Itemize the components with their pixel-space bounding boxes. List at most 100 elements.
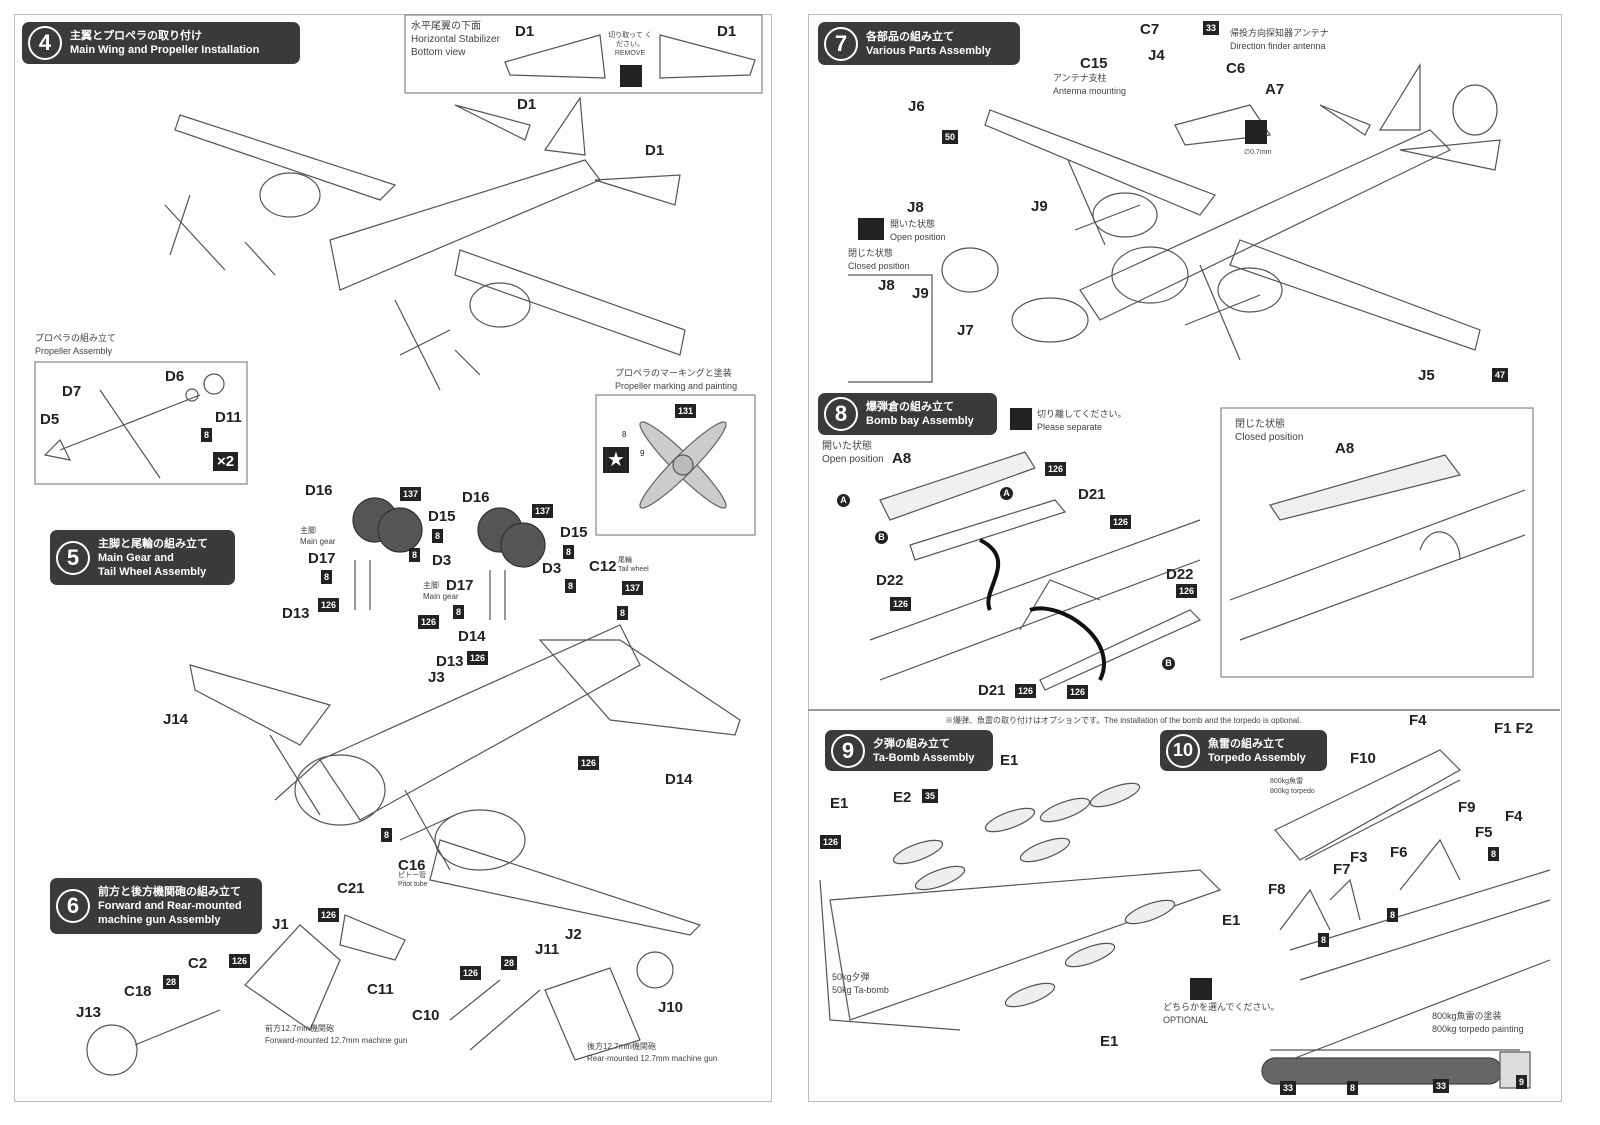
caption-ja: 尾輪 — [618, 557, 632, 564]
paint-number: 8 — [381, 828, 393, 842]
caption-ja: どちらかを選んでください。 — [1163, 1002, 1280, 1012]
paint-number: 126 — [1110, 515, 1132, 529]
step-number: 9 — [831, 733, 865, 768]
marker-b: B — [1162, 657, 1175, 670]
part-label: E1 — [830, 795, 849, 812]
part-label: C7 — [1140, 21, 1160, 38]
part-label: C6 — [1226, 60, 1246, 77]
cutter-icon — [620, 65, 642, 87]
caption-ja: 開いた状態 — [822, 441, 872, 452]
caption-ja: アンテナ支柱 — [1053, 73, 1107, 83]
caption-en: Closed position — [848, 261, 910, 271]
caption-en: Open position — [822, 454, 884, 465]
part-label: A8 — [892, 450, 912, 467]
paint-number: 126 — [820, 835, 842, 849]
part-label: C12 — [589, 558, 617, 575]
step-title-ja: 各部品の組み立て — [866, 30, 954, 43]
step-title-en: machine gun Assembly — [98, 914, 221, 926]
part-label: D14 — [665, 771, 693, 788]
caption-en: Direction finder antenna — [1230, 41, 1326, 51]
paint-number: 126 — [467, 651, 489, 665]
step-title-ja: 魚雷の組み立て — [1208, 737, 1285, 750]
optional-note: ※爆弾、魚雷の取り付けはオプションです。The installation of … — [945, 716, 1302, 725]
part-label: D14 — [458, 628, 486, 645]
stabilizer-right — [659, 34, 756, 79]
step-number: 6 — [56, 889, 90, 923]
step-title-ja: 主脚と尾輪の組み立て — [98, 537, 208, 550]
paint-number: 33 — [1280, 1081, 1297, 1095]
paint-number: 8 — [1488, 847, 1500, 861]
part-label: D3 — [542, 560, 562, 577]
optional-caption: どちらかを選んでください。 OPTIONAL — [1163, 1001, 1280, 1027]
step-number: 7 — [824, 26, 858, 61]
part-label: E2 — [893, 789, 912, 806]
part-label: D15 — [560, 524, 588, 541]
paint-number: 8 — [565, 579, 577, 593]
paint-number: 47 — [1492, 368, 1509, 382]
part-label: D15 — [428, 508, 456, 525]
part-label: F4 — [1505, 808, 1523, 825]
paint-number: 126 — [418, 615, 440, 629]
stabilizer-caption: 水平尾翼の下面 Horizontal Stabilizer Bottom vie… — [411, 20, 500, 59]
caption-en: Horizontal Stabilizer — [411, 34, 500, 45]
part-label: J1 — [272, 916, 289, 933]
separate-caption: 切り離してください。Please separate — [1037, 408, 1126, 434]
step-title-en: Ta-Bomb Assembly — [873, 751, 975, 764]
paint-number: 131 — [675, 404, 697, 418]
caption-ja: 主脚 — [423, 581, 439, 590]
part-label: F1 F2 — [1494, 720, 1534, 737]
part-label: D13 — [436, 653, 464, 670]
stabilizer-left — [504, 34, 606, 79]
part-label: D1 — [517, 96, 537, 113]
caption-en: Closed position — [1235, 432, 1304, 443]
step-title-en: Main Gear and — [98, 551, 174, 564]
paint-number: 126 — [318, 908, 340, 922]
rear-turret — [544, 967, 641, 1061]
caption-ja: 主脚 — [300, 526, 316, 535]
part-label: C18 — [124, 983, 152, 1000]
step-title-ja: 夕弾の組み立て — [873, 737, 950, 750]
part-label: D22 — [1166, 566, 1194, 583]
paint-number: 8 — [321, 570, 333, 584]
caption-ja: 800kg魚雷の塗装 — [1432, 1011, 1502, 1021]
step-title-ja: 主翼とプロペラの取り付け — [70, 30, 202, 42]
part-label: J6 — [908, 98, 925, 115]
part-label: D11 — [215, 409, 242, 426]
paint-number: 8 — [453, 605, 465, 619]
caption-ja: 50kg夕弾 — [832, 972, 870, 982]
part-label: D1 — [645, 142, 665, 159]
paint-number: 126 — [318, 598, 340, 612]
caption-en: OPTIONAL — [1163, 1015, 1209, 1025]
part-label: J9 — [1031, 198, 1048, 215]
part-label: J3 — [428, 669, 445, 686]
caption-ja: 前方12.7mm機関砲 — [265, 1024, 334, 1033]
caption-ja: 帰投方向探知器アンテナ — [1230, 28, 1329, 38]
step4-aircraft-drawing — [164, 96, 686, 391]
part-label: C10 — [412, 1007, 440, 1024]
part-label: J11 — [535, 941, 560, 958]
marker-b: B — [875, 531, 888, 544]
part-label: D21 — [1078, 486, 1106, 503]
step-number: 10 — [1166, 733, 1200, 768]
paint-number: 9 — [1516, 1075, 1528, 1089]
caption-en: Rear-mounted 12.7mm machine gun — [587, 1054, 718, 1063]
step-title-en: Forward and Rear-mounted — [98, 900, 242, 912]
step5-aircraft-drawing — [189, 624, 741, 936]
paint-number: 8 — [1318, 933, 1330, 947]
forward-canopy — [244, 924, 341, 1031]
caption-en: Open position — [890, 232, 946, 242]
star-insignia-icon: ★ — [603, 447, 629, 473]
paint-number: 126 — [890, 597, 912, 611]
part-label: J10 — [658, 999, 684, 1016]
paint-number: 137 — [400, 487, 422, 501]
